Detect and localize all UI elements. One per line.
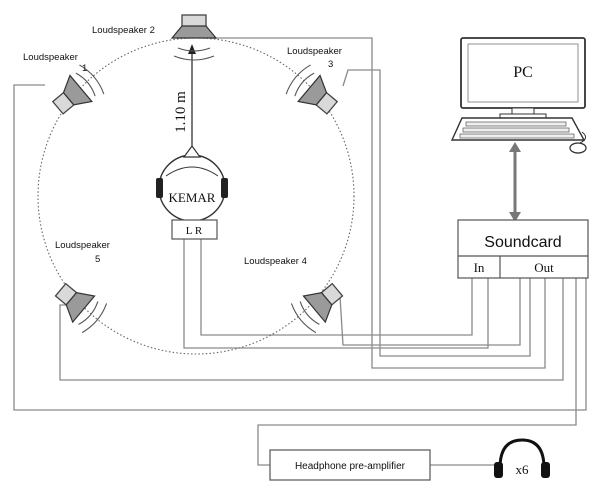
loudspeaker-2-label: Loudspeaker 2 <box>92 25 155 36</box>
wire-preamp <box>257 278 577 466</box>
headphones-count: x6 <box>516 462 530 477</box>
pc-label: PC <box>513 64 533 81</box>
lr-box <box>171 219 218 240</box>
loudspeaker-5-number: 5 <box>95 254 100 265</box>
keyboard <box>450 117 586 141</box>
wire-kemar-right <box>200 238 473 336</box>
loudspeaker-5-label: Loudspeaker <box>55 240 110 251</box>
wire-speaker2 <box>212 37 546 369</box>
soundcard <box>457 219 589 279</box>
loudspeaker-3 <box>285 64 339 115</box>
loudspeaker-1-label: Loudspeaker <box>23 52 78 63</box>
kemar-head <box>156 144 228 222</box>
wire-kemar-left <box>183 238 489 349</box>
loudspeaker-2 <box>170 14 218 61</box>
pc-soundcard-link <box>509 142 521 222</box>
wire-speaker4 <box>339 278 521 346</box>
soundcard-out-label: Out <box>534 260 554 275</box>
headphones-icon <box>494 438 550 478</box>
pc-monitor <box>460 37 586 119</box>
loudspeaker-5 <box>54 282 108 334</box>
preamp-label: Headphone pre-amplifier <box>295 461 406 472</box>
loudspeaker-1 <box>51 64 105 115</box>
soundcard-label: Soundcard <box>484 234 561 251</box>
preamp-box <box>269 449 431 481</box>
wire-speaker1 <box>13 84 587 411</box>
loudspeaker-1-number: 1 <box>82 63 87 74</box>
wiring <box>13 37 587 466</box>
distance-label: 1.10 m <box>173 91 189 133</box>
wire-speaker5 <box>59 278 564 381</box>
wire-speaker3 <box>342 69 531 357</box>
loudspeaker-3-label: Loudspeaker <box>287 46 342 57</box>
kemar-label: KEMAR <box>169 190 216 205</box>
loudspeaker-4 <box>290 282 344 334</box>
lr-label: L R <box>186 225 203 237</box>
mouse <box>569 131 587 154</box>
loudspeaker-3-number: 3 <box>328 59 333 70</box>
soundcard-in-label: In <box>474 260 485 275</box>
loudspeaker-4-label: Loudspeaker 4 <box>244 256 307 267</box>
